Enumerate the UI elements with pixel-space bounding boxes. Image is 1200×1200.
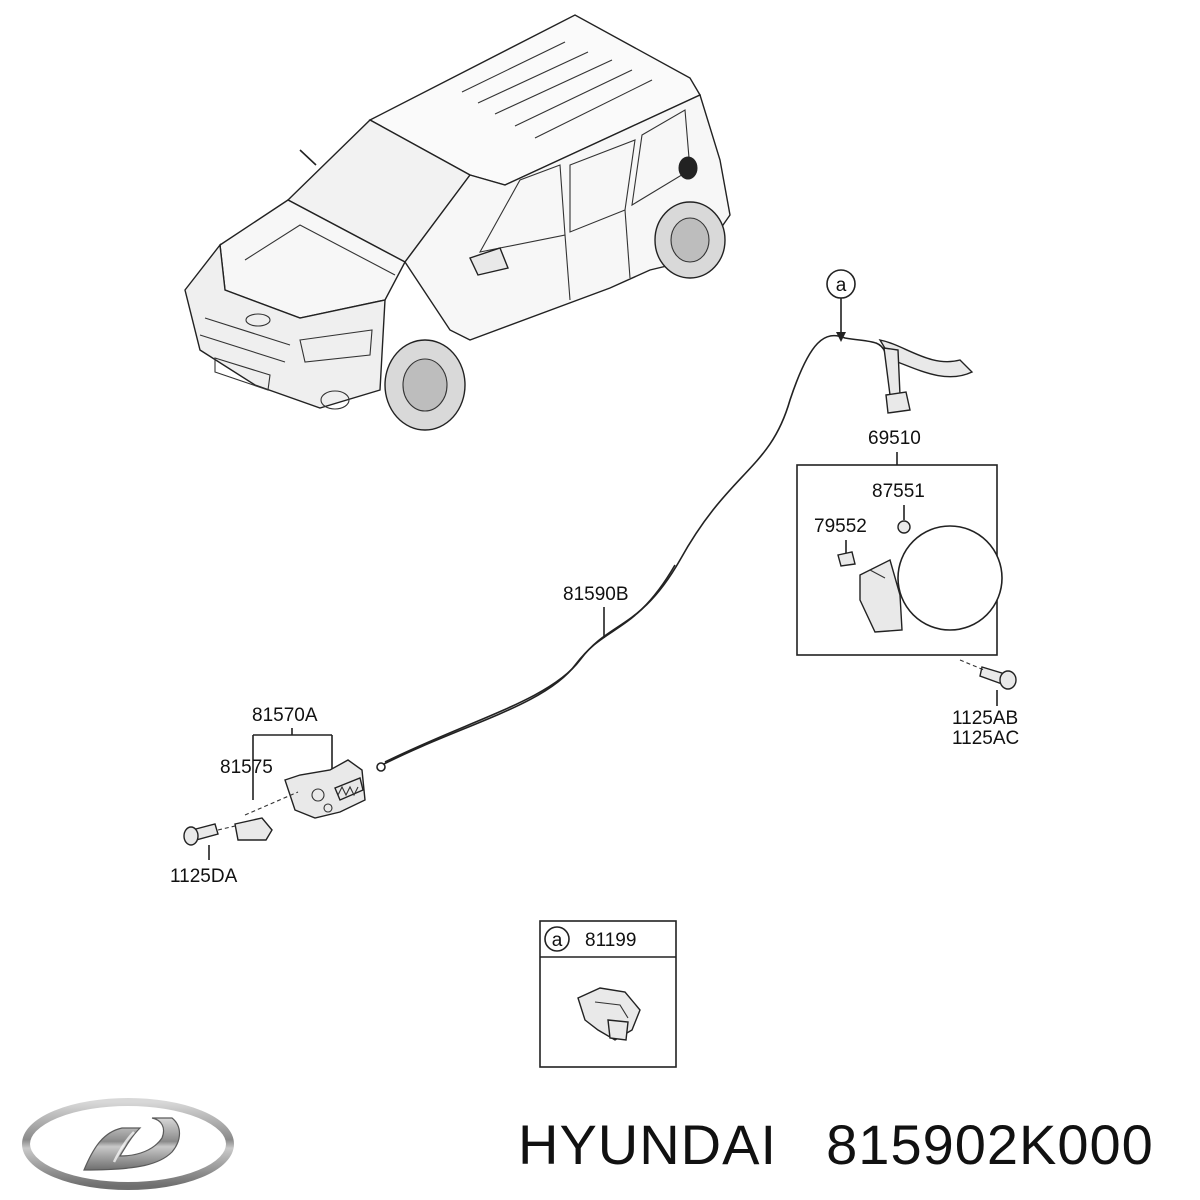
- clip-detail-box: a 81199: [539, 920, 677, 1068]
- callout-letter-detail: a: [552, 930, 563, 951]
- part-label-1125DA: 1125DA: [170, 866, 238, 887]
- hyundai-logo: [22, 1098, 234, 1190]
- part-label-81199: 81199: [585, 930, 636, 951]
- callout-letter: a: [836, 275, 847, 296]
- bolt-1125AB: 1125AB 1125AC: [952, 659, 1019, 749]
- part-label-81590B: 81590B: [563, 584, 629, 605]
- brand-name: HYUNDAI: [518, 1113, 778, 1176]
- release-cable-81590B: [376, 334, 974, 772]
- brand-part-number: HYUNDAI 815902K000: [518, 1112, 1154, 1177]
- part-label-1125AC: 1125AC: [952, 728, 1019, 749]
- part-label-87551: 87551: [872, 481, 925, 502]
- release-lever-assembly: 81570A 81575 1125DA: [170, 705, 366, 887]
- part-label-81570A: 81570A: [252, 705, 318, 726]
- part-label-81575: 81575: [220, 757, 273, 778]
- part-number: 815902K000: [826, 1113, 1154, 1176]
- part-label-1125AB: 1125AB: [952, 708, 1018, 729]
- part-label-79552: 79552: [814, 516, 867, 537]
- vehicle-illustration: [184, 14, 731, 431]
- callout-a: a: [826, 269, 856, 342]
- fuel-door-assembly: 69510 87551 79552: [796, 428, 1003, 656]
- part-label-69510: 69510: [868, 428, 921, 449]
